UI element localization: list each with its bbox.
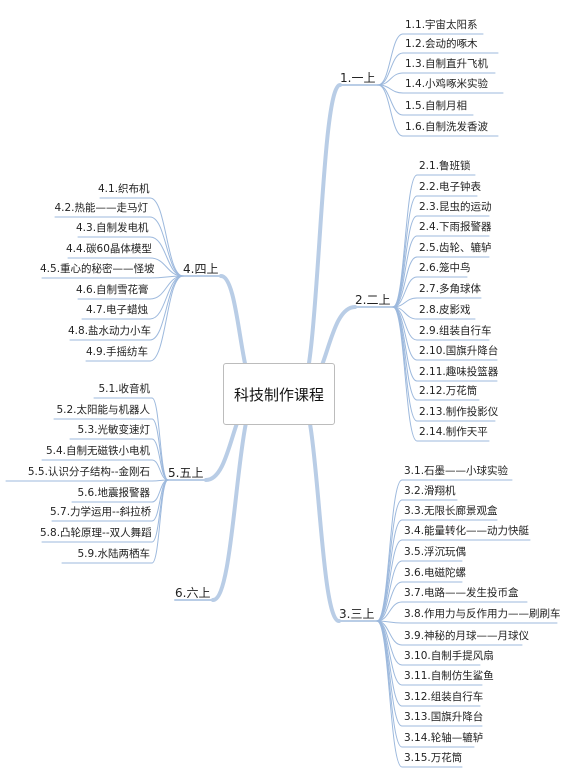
subtopic-connector <box>149 275 184 320</box>
subtopic-item[interactable]: 4.6.自制雪花膏 <box>76 284 149 296</box>
subtopic-item[interactable]: 3.5.浮沉玩偶 <box>404 546 467 558</box>
subtopic-item[interactable]: 1.4.小鸡啄米实验 <box>405 78 489 90</box>
subtopic-item[interactable]: 2.10.国旗升降台 <box>419 345 499 357</box>
subtopic-item[interactable]: 5.2.太阳能与机器人 <box>56 404 150 416</box>
subtopic-item[interactable]: 5.7.力学运用--斜拉桥 <box>50 506 152 518</box>
subtopic-item[interactable]: 3.10.自制手提风扇 <box>404 650 494 662</box>
subtopic-connector <box>149 275 184 341</box>
subtopic-item[interactable]: 2.7.多角球体 <box>419 283 482 295</box>
subtopic-connector <box>376 620 403 727</box>
subtopic-item[interactable]: 4.9.手摇纺车 <box>85 346 148 358</box>
subtopic-connector <box>376 499 403 622</box>
subtopic-connector <box>392 215 418 308</box>
subtopic-item[interactable]: 3.11.自制仿生鲨鱼 <box>404 670 494 682</box>
subtopic-item[interactable]: 2.6.笼中鸟 <box>419 262 471 274</box>
subtopic-item[interactable]: 4.8.盐水动力小车 <box>68 325 152 337</box>
subtopic-connector <box>392 276 418 308</box>
subtopic-item[interactable]: 3.8.作用力与反作用力——刷刷车 <box>404 608 561 620</box>
subtopic-connector <box>377 84 404 137</box>
subtopic-connector <box>149 257 184 277</box>
subtopic-item[interactable]: 2.11.趣味投篮器 <box>419 366 499 378</box>
subtopic-item[interactable]: 3.2.滑翔机 <box>404 485 456 497</box>
subtopic-item[interactable]: 1.5.自制月相 <box>405 100 468 112</box>
subtopic-item[interactable]: 2.13.制作投影仪 <box>419 406 499 418</box>
subtopic-connector <box>151 479 169 564</box>
subtopic-item[interactable]: 1.1.宇宙太阳系 <box>405 19 478 31</box>
subtopic-item[interactable]: 2.9.组装自行车 <box>419 325 492 337</box>
subtopic-connector <box>376 620 403 748</box>
subtopic-connector <box>392 306 418 442</box>
subtopic-connector <box>376 519 403 622</box>
subtopic-item[interactable]: 3.9.神秘的月球——月球仪 <box>404 630 530 642</box>
subtopic-connector <box>151 459 169 481</box>
subtopic-connector <box>376 620 403 768</box>
subtopic-item[interactable]: 1.6.自制洗发香波 <box>405 121 489 133</box>
subtopic-connector <box>377 33 404 86</box>
subtopic-item[interactable]: 3.3.无限长廊景观盒 <box>404 505 498 517</box>
subtopic-item[interactable]: 5.5.认识分子结构--金刚石 <box>27 466 150 478</box>
subtopic-item[interactable]: 5.4.自制无磁铁小电机 <box>45 445 150 457</box>
subtopic-item[interactable]: 4.7.电子蜡烛 <box>85 304 148 316</box>
subtopic-connector <box>376 620 403 666</box>
subtopic-item[interactable]: 3.6.电磁陀螺 <box>404 567 467 579</box>
subtopic-connector <box>376 479 403 622</box>
subtopic-item[interactable]: 4.5.重心的秘密——怪坡 <box>40 263 155 275</box>
subtopic-item[interactable]: 5.1.收音机 <box>98 383 150 395</box>
subtopic-item[interactable]: 5.3.光敏变速灯 <box>77 424 150 436</box>
subtopic-connector <box>377 52 404 86</box>
subtopic-connector <box>392 195 418 308</box>
subtopic-item[interactable]: 4.4.碳60晶体模型 <box>66 243 152 255</box>
subtopic-connector <box>149 236 184 277</box>
subtopic-connector <box>376 601 403 622</box>
subtopic-item[interactable]: 1.2.会动的啄木 <box>405 38 478 50</box>
subtopic-connector <box>149 275 184 362</box>
subtopic-item[interactable]: 4.2.热能——走马灯 <box>54 202 148 214</box>
subtopic-item[interactable]: 3.12.组装自行车 <box>404 691 484 703</box>
subtopic-item[interactable]: 2.1.鲁班锁 <box>419 160 471 172</box>
subtopic-item[interactable]: 2.2.电子钟表 <box>419 181 482 193</box>
subtopic-item[interactable]: 2.12.万花筒 <box>419 385 478 397</box>
subtopic-item[interactable]: 2.3.昆虫的运动 <box>419 201 492 213</box>
subtopic-connector <box>392 235 418 308</box>
subtopic-item[interactable]: 3.13.国旗升降台 <box>404 711 484 723</box>
subtopic-connector <box>149 197 184 277</box>
subtopic-item[interactable]: 3.1.石墨——小球实验 <box>404 465 509 477</box>
subtopic-connector <box>376 581 403 622</box>
subtopic-item[interactable]: 2.4.下雨报警器 <box>419 221 492 233</box>
subtopic-item[interactable]: 5.8.凸轮原理--双人舞蹈 <box>40 527 152 539</box>
subtopic-item[interactable]: 3.15.万花筒 <box>404 752 463 764</box>
branch-topic-2[interactable]: 2.二上 <box>355 293 391 307</box>
subtopic-item[interactable]: 3.7.电路——发生投币盒 <box>404 587 519 599</box>
subtopic-item[interactable]: 4.3.自制发电机 <box>76 222 149 234</box>
branch-topic-4[interactable]: 4.四上 <box>183 262 219 276</box>
subtopic-item[interactable]: 5.6.地震报警器 <box>77 487 150 499</box>
subtopic-connector <box>377 72 404 86</box>
subtopic-connector <box>376 539 403 622</box>
branch-topic-3[interactable]: 3.三上 <box>339 607 375 621</box>
subtopic-connector <box>151 479 169 543</box>
branch-connector-3 <box>297 392 341 623</box>
branch-topic-1[interactable]: 1.一上 <box>340 71 376 85</box>
subtopic-item[interactable]: 1.3.自制直升飞机 <box>405 58 489 70</box>
subtopic-item[interactable]: 2.8.皮影戏 <box>419 304 471 316</box>
branch-connector-1 <box>297 83 342 396</box>
branch-topic-5[interactable]: 5.五上 <box>168 466 204 480</box>
subtopic-item[interactable]: 2.14.制作天平 <box>419 426 488 438</box>
subtopic-item[interactable]: 3.4.能量转化——动力快艇 <box>404 525 530 537</box>
center-topic[interactable]: 科技制作课程 <box>223 363 335 425</box>
center-topic-label: 科技制作课程 <box>233 385 324 404</box>
subtopic-connector <box>151 438 169 481</box>
subtopic-item[interactable]: 3.14.轮轴—辘轳 <box>404 732 484 744</box>
subtopic-connector <box>392 174 418 308</box>
subtopic-connector <box>392 256 418 308</box>
subtopic-item[interactable]: 4.1.织布机 <box>98 183 150 195</box>
subtopic-connector <box>151 397 169 481</box>
subtopic-item[interactable]: 2.5.齿轮、辘轳 <box>419 242 492 254</box>
subtopic-connector <box>392 306 418 401</box>
branch-topic-6[interactable]: 6.六上 <box>175 586 211 600</box>
subtopic-item[interactable]: 5.9.水陆两栖车 <box>77 548 150 560</box>
